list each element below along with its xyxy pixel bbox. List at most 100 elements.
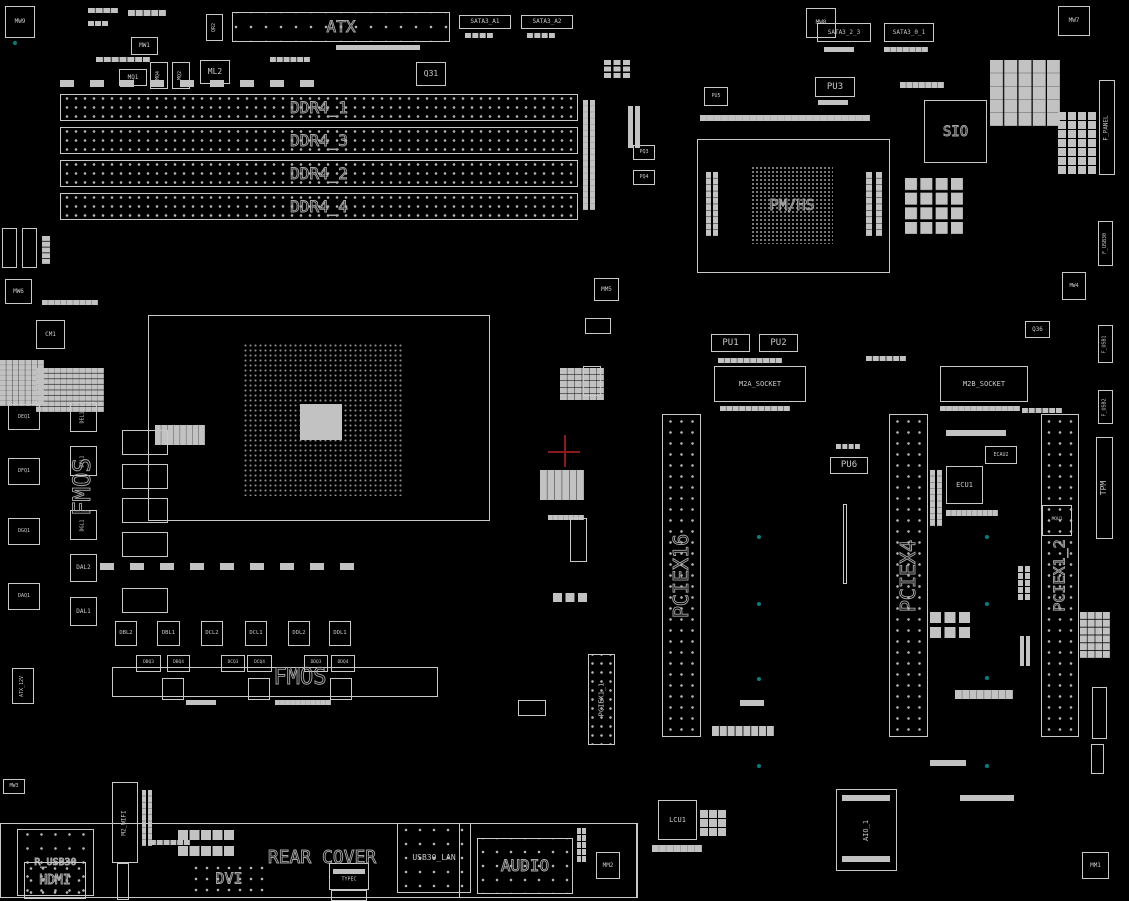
chip-mw1-label: MW1 — [139, 42, 150, 49]
pads-bottom-2 — [150, 840, 190, 847]
chip-mm1: MM1 — [1082, 852, 1109, 879]
pq4-box: PQ4 — [633, 170, 655, 185]
pads-topleft-3 — [128, 10, 166, 17]
m2-wifi-slot-label: M2_WIFI — [121, 809, 129, 836]
pads-above-m2a — [718, 358, 782, 365]
pads-atx-below-1 — [336, 45, 420, 51]
pads-sata-a1 — [465, 33, 493, 39]
q36-box-label: Q36 — [1032, 325, 1043, 333]
pq3-box-label: PQ3 — [639, 149, 649, 155]
chip-mw8-label: MW8 — [815, 19, 827, 26]
vrm-chip-5 — [122, 588, 168, 613]
dvi-text: DVI — [215, 869, 243, 888]
pads-below-pciex4 — [930, 612, 970, 638]
m2-wifi-tail — [117, 863, 129, 900]
chip-mw3: MW3 — [3, 779, 25, 794]
lcu1-chip: LCU1 — [658, 800, 697, 840]
sio-chip-label: SIO — [942, 123, 969, 140]
ecu1-chip: ECU1 — [946, 466, 983, 504]
chip-ml2-label: ML2 — [207, 67, 223, 76]
f-usb1-header: F_USB1 — [1098, 325, 1113, 363]
pads-bottom-1 — [142, 790, 152, 846]
pads-above-pu6 — [836, 444, 860, 451]
dash-row-mid — [100, 563, 362, 570]
deq1-box: DEQ1 — [8, 404, 40, 430]
chip-cm1-label: CM1 — [45, 330, 56, 338]
pads-mid-1 — [560, 368, 604, 400]
sata3-2-3-connector-label: SATA3_2_3 — [827, 28, 861, 36]
test-point-dot — [985, 764, 989, 768]
rear-cover-text: REAR COVER — [267, 847, 377, 868]
ddq4-box: DDQ4 — [331, 655, 355, 672]
audio-outer-box — [459, 823, 637, 898]
chip-qr2-label: QR2 — [211, 22, 217, 33]
dcl1-box: DCL1 — [245, 621, 267, 646]
dbq3-box: DBQ3 — [136, 655, 161, 672]
test-point-dot — [985, 535, 989, 539]
usb30-lan-connector-label: USB30_LAN — [412, 853, 456, 862]
typec-connector — [329, 863, 369, 890]
atx-12v-connector-label: ATX_12V — [19, 675, 26, 697]
ecau2-box: ECAU2 — [985, 446, 1017, 464]
chip-pu5: PU5 — [704, 87, 728, 106]
ddl2-box-label: DDL2 — [292, 629, 306, 636]
dbl1-box: DBL1 — [157, 621, 180, 646]
f-usb2-header-label: F_USB2 — [1102, 397, 1108, 417]
ddq3-box-label: DDQ3 — [310, 660, 322, 666]
f-usb30-header: F_USB30 — [1098, 221, 1113, 266]
audio-connector: AUDIO — [477, 838, 573, 894]
ddl2-box: DDL2 — [288, 621, 310, 646]
dal2-box: DAL2 — [70, 554, 97, 582]
pads-mid-4 — [548, 515, 584, 524]
pads-mid-3 — [540, 470, 584, 500]
pq3-box: PQ3 — [633, 145, 655, 160]
lcu1-chip-label: LCU1 — [669, 815, 686, 824]
chip-mw7-label: MW7 — [1068, 17, 1080, 24]
ecau2-box-label: ECAU2 — [993, 451, 1009, 458]
pads-topleft-1 — [88, 8, 118, 14]
dfq1-box-label: DFQ1 — [17, 468, 31, 474]
sata3-a2-connector-label: SATA3_A2 — [532, 18, 562, 25]
chip-mw9: MW9 — [5, 6, 35, 38]
del1-box-label: DEL1 — [79, 410, 86, 424]
chip-mq4: MQ4 — [150, 62, 168, 89]
q36-box: Q36 — [1025, 321, 1050, 338]
pmhs-outline — [697, 139, 890, 273]
pads-right-4 — [1080, 612, 1110, 658]
daq1-box-label: DAQ1 — [17, 593, 31, 599]
pads-above-m2b — [866, 356, 906, 363]
sio-chip: SIO — [924, 100, 987, 163]
origin-crosshair-v — [564, 435, 566, 467]
cpu-center-pads — [300, 404, 342, 440]
ddr4-1-slot: DDR4_1 — [60, 94, 578, 121]
pciex4-slot: PCIEX4 — [889, 414, 928, 737]
ddr4-3-slot: DDR4_3 — [60, 127, 578, 154]
hdmi-connector-label: HDMI — [39, 873, 71, 888]
chip-mm5-label: MM5 — [601, 285, 612, 293]
dbl2-box: DBL2 — [115, 621, 137, 646]
chip-mw1: MW1 — [131, 37, 158, 55]
pads-left-ecu1 — [930, 470, 942, 526]
battery-bar — [843, 504, 847, 584]
rear-io-outline — [0, 823, 638, 898]
ddr4-2-slot: DDR4_2 — [60, 160, 578, 187]
sata3-a1-connector-label: SATA3_A1 — [470, 18, 500, 25]
ecu1-chip-label: ECU1 — [956, 480, 973, 489]
test-point-dot — [757, 764, 761, 768]
pads-sata-01 — [884, 47, 928, 53]
pciex1-2-slot: PCIEX1_2 — [1041, 414, 1079, 737]
dgq1-box: DGQ1 — [8, 518, 40, 545]
dcq3-box-label: DCQ3 — [227, 660, 239, 666]
chip-mw6-label: MW6 — [13, 287, 24, 295]
pads-below-ecu1 — [946, 510, 998, 519]
ddl1-box-label: DDL1 — [333, 629, 347, 636]
pu1-box: PU1 — [711, 334, 750, 352]
pciex4-slot-label: PCIEX4 — [896, 539, 921, 612]
pads-typec — [333, 869, 365, 875]
cpu-socket-outline — [148, 315, 490, 521]
daq1-box: DAQ1 — [8, 583, 40, 610]
pciex1-1-slot: PCIEX1_1 — [588, 654, 615, 745]
region-chip-2 — [248, 678, 270, 700]
typec-sub-box — [331, 890, 367, 901]
